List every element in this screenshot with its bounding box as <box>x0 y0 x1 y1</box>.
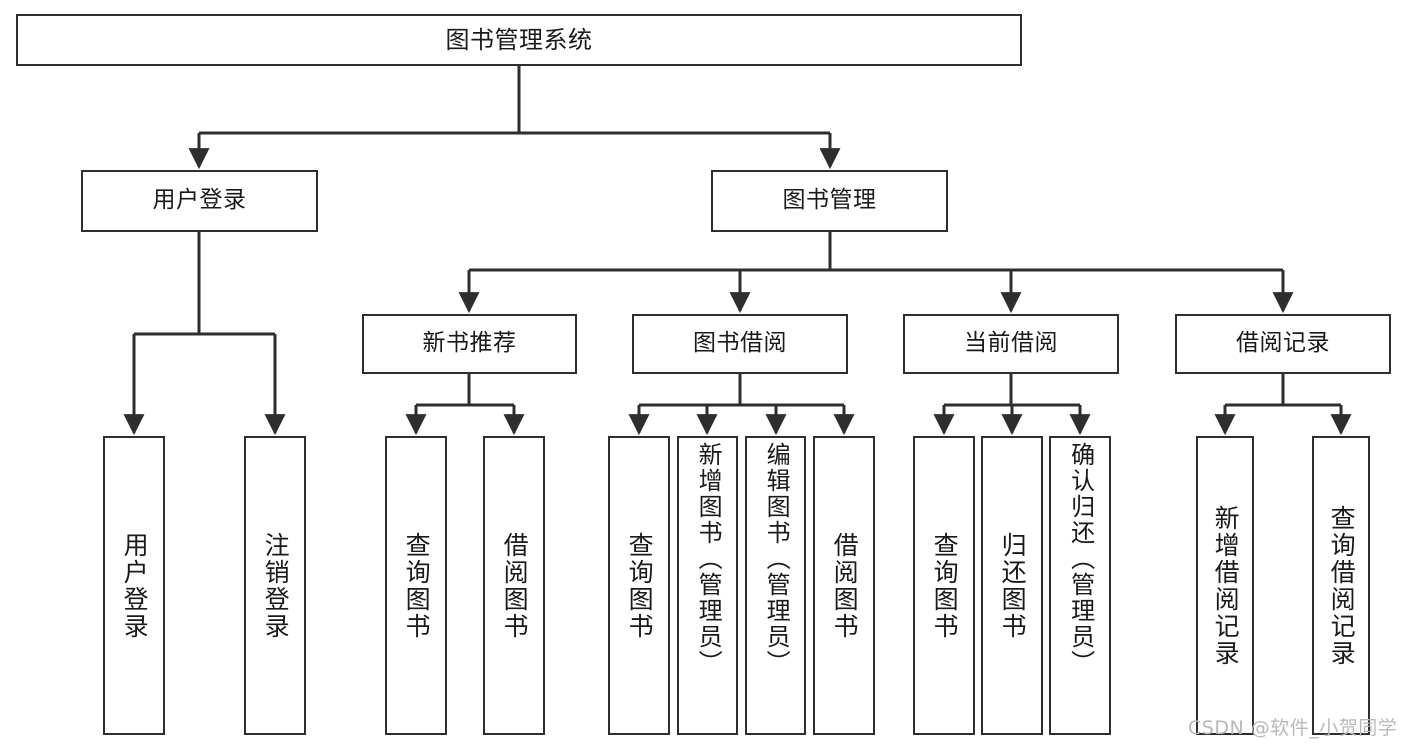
node-user-login[interactable]: 用户登录 <box>81 170 318 232</box>
node-leaf-add-book-label: 新增图书（管理员） <box>694 442 723 676</box>
node-leaf-logout-label: 注销登录 <box>261 531 291 640</box>
node-leaf-borrow-book-1-label: 借阅图书 <box>500 531 530 640</box>
node-leaf-return-book[interactable]: 归还图书 <box>981 436 1043 735</box>
node-borrow-record[interactable]: 借阅记录 <box>1175 314 1391 374</box>
node-leaf-edit-book[interactable]: 编辑图书（管理员） <box>745 436 806 735</box>
node-leaf-confirm-return[interactable]: 确认归还（管理员） <box>1049 436 1111 735</box>
node-book-manage[interactable]: 图书管理 <box>711 170 948 232</box>
node-new-book-rec[interactable]: 新书推荐 <box>362 314 577 374</box>
node-leaf-query-book-1-label: 查询图书 <box>402 531 432 640</box>
node-leaf-borrow-book-1[interactable]: 借阅图书 <box>483 436 545 735</box>
node-leaf-query-record-label: 查询借阅记录 <box>1327 504 1357 667</box>
node-leaf-return-book-label: 归还图书 <box>998 531 1028 640</box>
node-leaf-user-login[interactable]: 用户登录 <box>103 436 165 735</box>
csdn-watermark: CSDN @软件_小贺同学 <box>1188 717 1398 739</box>
node-leaf-query-book-3-label: 查询图书 <box>930 531 960 640</box>
node-book-borrow[interactable]: 图书借阅 <box>632 314 848 374</box>
node-user-login-label: 用户登录 <box>152 187 247 214</box>
node-leaf-query-book-1[interactable]: 查询图书 <box>385 436 447 735</box>
node-leaf-confirm-return-label: 确认归还（管理员） <box>1066 442 1095 676</box>
node-leaf-query-book-2-label: 查询图书 <box>625 531 655 640</box>
node-book-borrow-label: 图书借阅 <box>693 330 787 357</box>
node-leaf-query-book-2[interactable]: 查询图书 <box>608 436 670 735</box>
node-current-borrow[interactable]: 当前借阅 <box>903 314 1119 374</box>
node-leaf-logout[interactable]: 注销登录 <box>244 436 306 735</box>
node-borrow-record-label: 借阅记录 <box>1236 330 1330 357</box>
node-leaf-user-login-label: 用户登录 <box>120 531 150 640</box>
node-leaf-add-book[interactable]: 新增图书（管理员） <box>677 436 738 735</box>
node-leaf-query-book-3[interactable]: 查询图书 <box>913 436 975 735</box>
node-root[interactable]: 图书管理系统 <box>16 14 1022 66</box>
node-leaf-edit-book-label: 编辑图书（管理员） <box>762 442 791 676</box>
node-current-borrow-label: 当前借阅 <box>964 330 1058 357</box>
node-leaf-query-record[interactable]: 查询借阅记录 <box>1312 436 1370 735</box>
node-leaf-borrow-book-2[interactable]: 借阅图书 <box>813 436 875 735</box>
node-leaf-add-record-label: 新增借阅记录 <box>1211 504 1241 667</box>
node-leaf-borrow-book-2-label: 借阅图书 <box>830 531 860 640</box>
node-root-label: 图书管理系统 <box>445 25 593 54</box>
node-leaf-add-record[interactable]: 新增借阅记录 <box>1196 436 1254 735</box>
node-book-manage-label: 图书管理 <box>782 187 877 214</box>
node-new-book-rec-label: 新书推荐 <box>422 330 517 357</box>
